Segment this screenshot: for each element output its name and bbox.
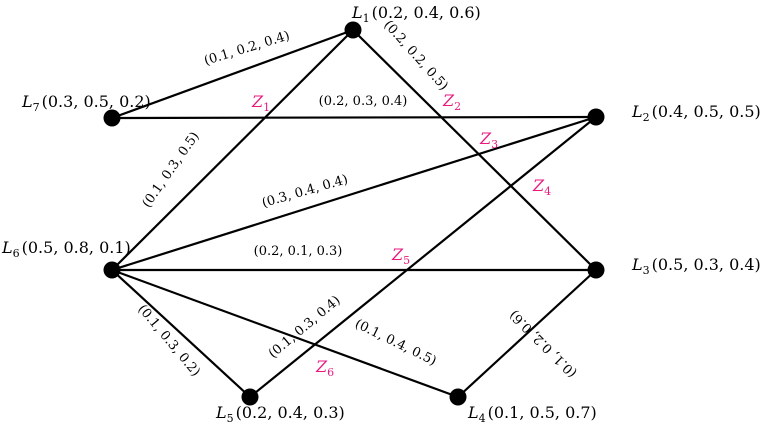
vertex-label-l3: L3(0.5, 0.3, 0.4)	[631, 255, 761, 277]
crossing-label-z2: Z2	[442, 91, 461, 113]
crossing-name: Z	[251, 92, 264, 111]
edge-l4-l3	[457, 269, 597, 398]
vertex-l2	[587, 108, 605, 126]
vertex-value: (0.1, 0.5, 0.7)	[488, 403, 597, 422]
vertex-label-l5: L5(0.2, 0.4, 0.3)	[215, 403, 345, 425]
vertex-l5	[241, 388, 259, 406]
vertex-name: L	[467, 403, 479, 422]
crossing-name: Z	[532, 176, 545, 195]
vertex-subscript: 6	[13, 247, 20, 260]
vertex-l6	[103, 261, 121, 279]
crossing-subscript: 1	[263, 101, 270, 114]
edge-l7-l2	[111, 115, 597, 120]
vertex-l1	[344, 21, 362, 39]
vertex-subscript: 2	[643, 111, 650, 124]
edge-labels-layer: (0.1, 0.2, 0.4) (0.2, 0.3, 0.4)(0.2, 0.2,…	[134, 18, 580, 380]
vertex-label-l1: L1(0.2, 0.4, 0.6)	[351, 3, 481, 25]
crossing-subscript: 2	[454, 100, 461, 113]
vertex-name: L	[215, 403, 227, 422]
crossing-subscript: 3	[491, 138, 498, 151]
vertex-value: (0.2, 0.4, 0.6)	[372, 3, 481, 22]
vertex-name: L	[21, 92, 33, 111]
vertex-value: (0.3, 0.5, 0.2)	[42, 92, 151, 111]
edge-label-l7-l1: (0.1, 0.2, 0.4)	[202, 29, 291, 69]
crossing-subscript: 6	[327, 366, 334, 379]
vertex-value: (0.5, 0.3, 0.4)	[652, 255, 761, 274]
crossing-label-z4: Z4	[532, 176, 551, 198]
vertex-name: L	[351, 3, 363, 22]
edge-label-l6-l5: (0.1, 0.3, 0.2)	[134, 302, 203, 380]
vertex-label-l7: L7(0.3, 0.5, 0.2)	[21, 92, 151, 114]
crossing-label-z1: Z1	[251, 92, 270, 114]
vertex-value: (0.4, 0.5, 0.5)	[652, 102, 761, 121]
node-labels-layer: L1(0.2, 0.4, 0.6)L2(0.4, 0.5, 0.5)L3(0.5…	[1, 3, 761, 425]
vertex-l7	[103, 109, 121, 127]
edge-l6-l4	[111, 268, 459, 399]
edge-l7-l1	[111, 28, 354, 120]
vertex-name: L	[631, 102, 643, 121]
edge-l6-l1	[111, 29, 354, 271]
vertex-value: (0.5, 0.8, 0.1)	[22, 238, 131, 257]
vertex-label-l6: L6(0.5, 0.8, 0.1)	[1, 238, 131, 260]
vertex-subscript: 5	[227, 412, 234, 425]
edge-label-l6-l3: (0.2, 0.1, 0.3)	[254, 244, 343, 259]
edges-layer	[111, 28, 597, 399]
crossing-label-z6: Z6	[315, 357, 334, 379]
edge-l6-l5	[111, 269, 251, 398]
edge-label-l1-l3: (0.2, 0.2, 0.5)	[380, 18, 451, 94]
vertex-l3	[587, 261, 605, 279]
crossing-name: Z	[391, 245, 404, 264]
edge-l6-l2	[111, 115, 597, 272]
vertex-label-l2: L2(0.4, 0.5, 0.5)	[631, 102, 761, 124]
vertex-subscript: 3	[643, 264, 650, 277]
vertex-l4	[449, 388, 467, 406]
edge-label-l7-l2: (0.2, 0.3, 0.4)	[319, 94, 408, 109]
edge-l1-l3	[352, 29, 597, 271]
vertex-label-l4: L4(0.1, 0.5, 0.7)	[467, 403, 597, 425]
edge-label-l6-l1: (0.1, 0.3, 0.5)	[140, 129, 203, 210]
edge-l5-l2	[249, 116, 597, 398]
edge-label-l6-l2: (0.3, 0.4, 0.4)	[260, 172, 349, 211]
nodes-layer	[103, 21, 605, 406]
vertex-subscript: 7	[33, 101, 40, 114]
crossing-label-z3: Z3	[479, 129, 498, 151]
crossing-name: Z	[442, 91, 455, 110]
crossing-subscript: 4	[544, 185, 551, 198]
vertex-name: L	[1, 238, 13, 257]
vertex-subscript: 1	[363, 12, 370, 25]
vertex-value: (0.2, 0.4, 0.3)	[236, 403, 345, 422]
crossing-name: Z	[315, 357, 328, 376]
edge-label-l6-l4: (0.1, 0.4, 0.5)	[352, 317, 438, 369]
vertex-subscript: 4	[479, 412, 486, 425]
crossing-label-z5: Z5	[391, 245, 410, 267]
vertex-name: L	[631, 255, 643, 274]
crossing-subscript: 5	[403, 254, 410, 267]
crossing-name: Z	[479, 129, 492, 148]
